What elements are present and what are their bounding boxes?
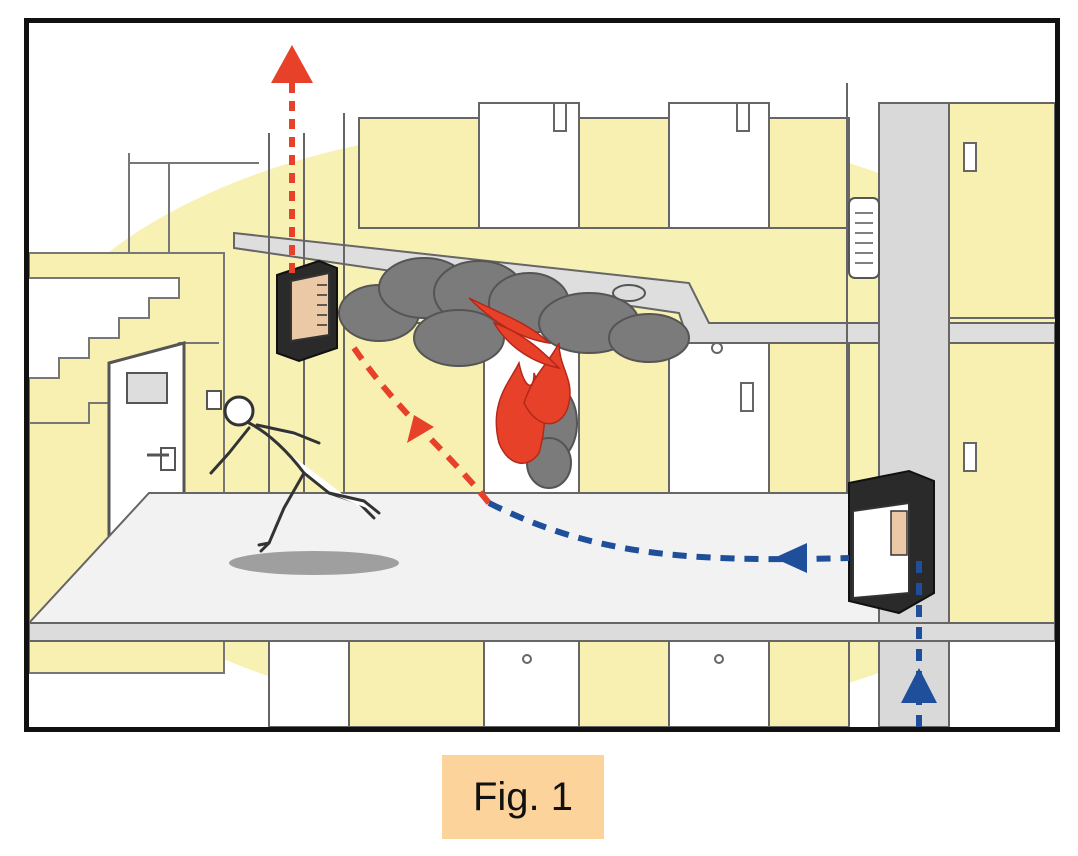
airflow-arrow-icon — [487, 500, 937, 727]
person-shadow — [229, 551, 399, 575]
upper-floor — [358, 102, 850, 229]
running-person-icon — [209, 395, 381, 553]
wall-grille — [848, 197, 880, 279]
escape-arrow-icon — [271, 45, 492, 505]
wall-switch — [206, 390, 222, 410]
figure-frame — [24, 18, 1060, 732]
smoke-detector — [612, 284, 646, 302]
exhaust-fan-icon — [276, 259, 338, 363]
floor-slab — [29, 622, 1055, 642]
caption-box: Fig. 1 — [442, 755, 604, 839]
building-cutaway-illustration — [29, 45, 1055, 727]
figure-caption: Fig. 1 — [472, 774, 574, 819]
supply-fan-icon — [848, 469, 935, 615]
fire-icon — [468, 297, 571, 464]
lower-floor — [268, 640, 850, 727]
